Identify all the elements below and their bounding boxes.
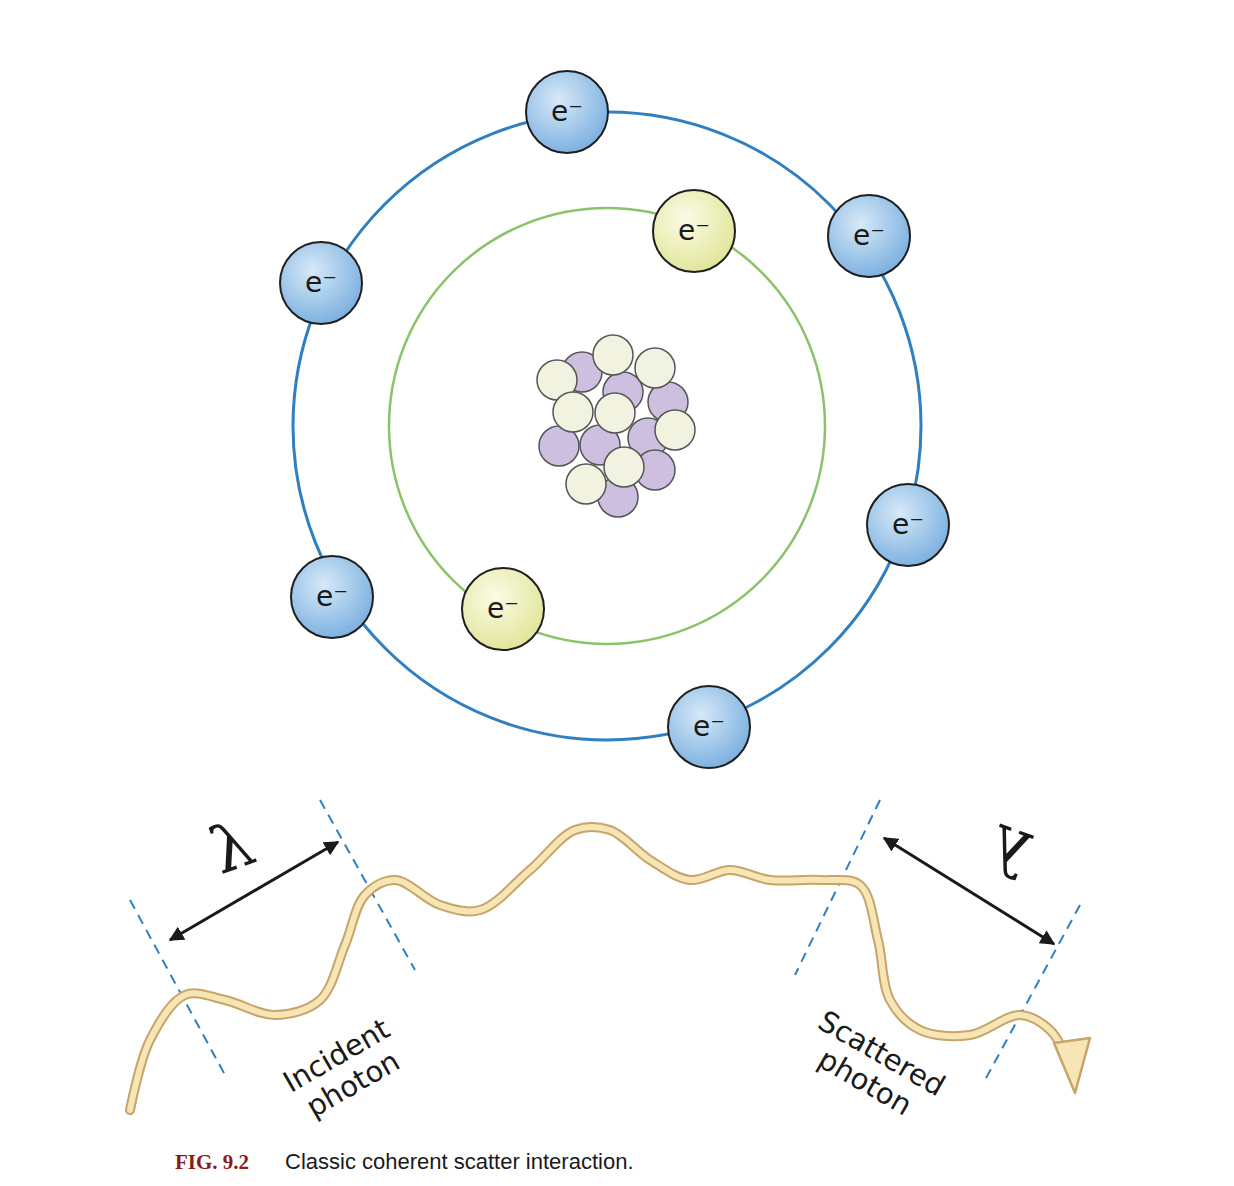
electron: e⁻ <box>666 684 752 770</box>
electron-circle <box>828 195 910 277</box>
electron-symbol: e⁻ <box>305 269 337 297</box>
outer-orbit <box>293 112 921 740</box>
nucleus <box>537 335 695 517</box>
electron: e⁻ <box>865 482 951 568</box>
wavelength-symbol: λ <box>978 808 1041 891</box>
wave-arrowhead <box>1054 1038 1090 1093</box>
photon-label: Incident photon <box>268 1006 423 1134</box>
electron: e⁻ <box>289 554 375 640</box>
photon-label: Scattered photon <box>787 999 959 1137</box>
electron-symbol: e⁻ <box>853 222 885 250</box>
figure-caption: Classic coherent scatter interaction. <box>285 1149 634 1175</box>
electron: e⁻ <box>278 240 364 326</box>
inner-orbit <box>389 208 825 644</box>
electron-symbol: e⁻ <box>487 595 519 623</box>
electron-circle <box>668 686 750 768</box>
electron-circle <box>653 190 735 272</box>
electron: e⁻ <box>826 193 912 279</box>
electron: e⁻ <box>651 188 737 274</box>
electron-symbol: e⁻ <box>678 217 710 245</box>
electron-symbol: e⁻ <box>316 583 348 611</box>
wavelength-arrows <box>170 838 1054 944</box>
figure-number: FIG. 9.2 <box>175 1150 249 1174</box>
electron-circle <box>280 242 362 324</box>
electron-symbol: e⁻ <box>551 98 583 126</box>
electron: e⁻ <box>460 566 546 652</box>
electron-circle <box>462 568 544 650</box>
wavelength-symbol: λ <box>200 806 263 889</box>
electron-symbol: e⁻ <box>693 713 725 741</box>
electron: e⁻ <box>524 69 610 155</box>
electron-circle <box>867 484 949 566</box>
electron-circle <box>526 71 608 153</box>
electron-symbol: e⁻ <box>892 511 924 539</box>
electron-circle <box>291 556 373 638</box>
